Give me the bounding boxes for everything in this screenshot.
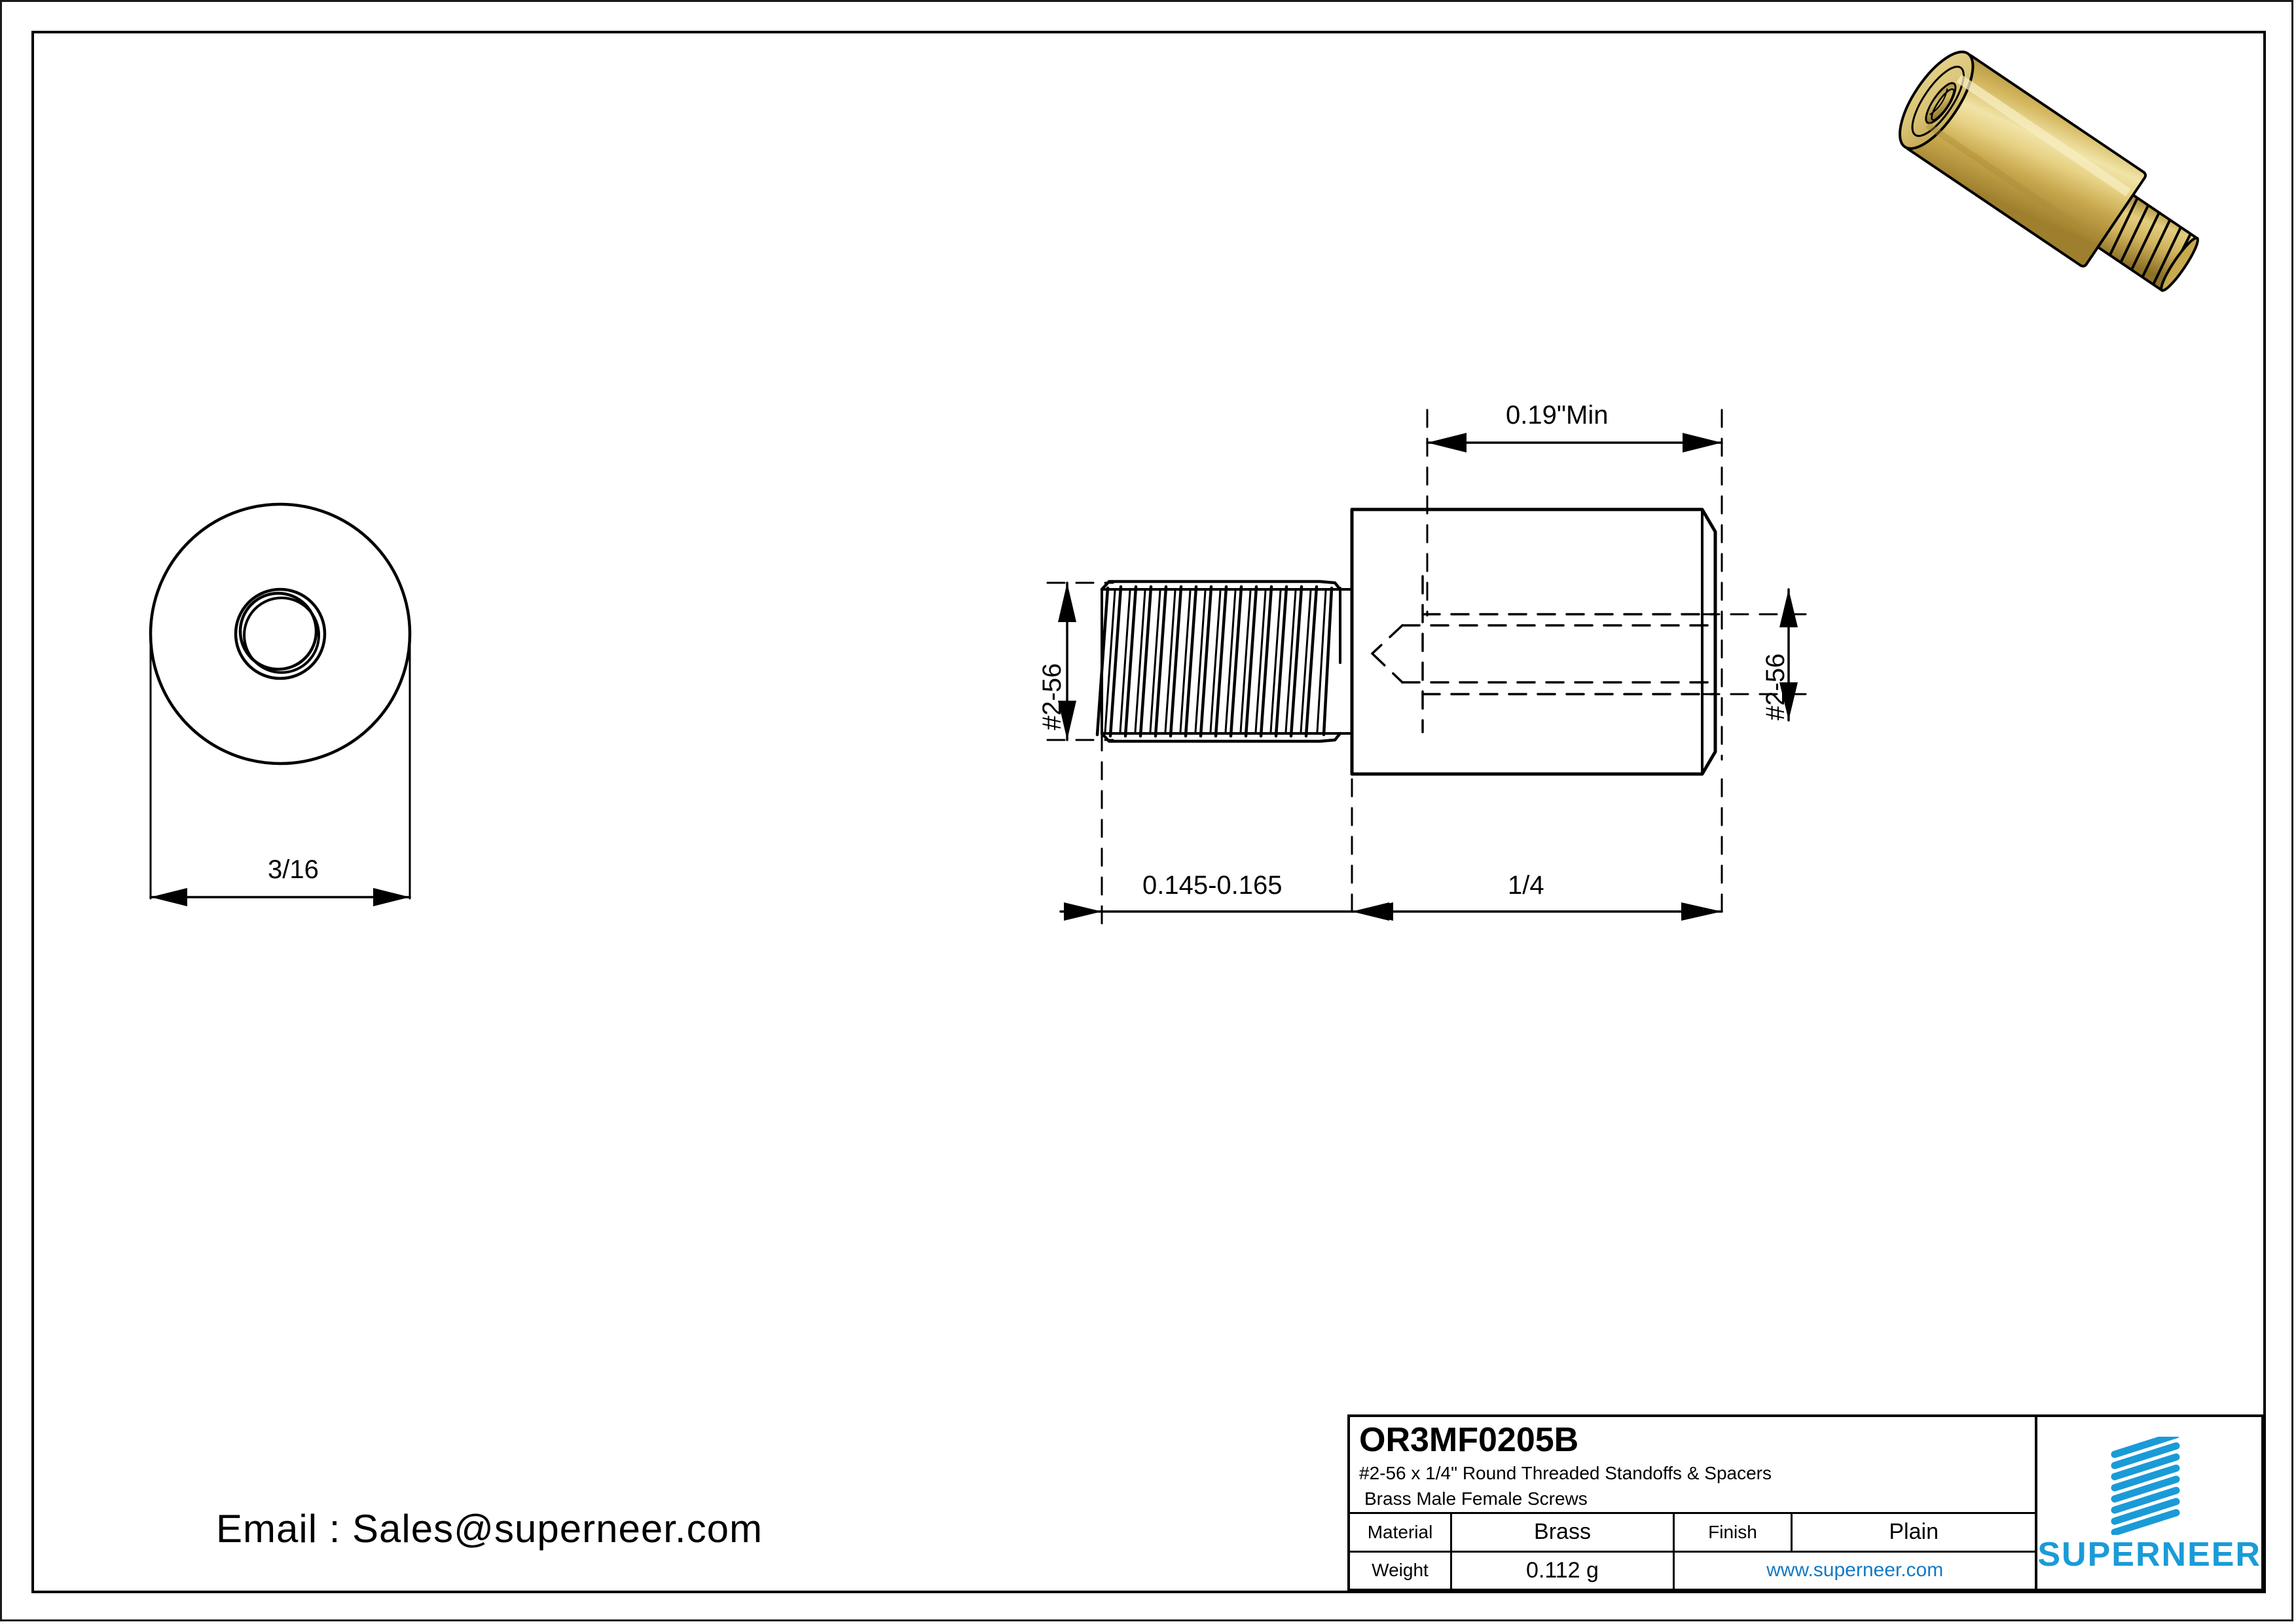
title-block-row-weight: Weight 0.112 g www.superneer.com xyxy=(1350,1552,2035,1589)
title-block: OR3MF0205B #2-56 x 1/4" Round Threaded S… xyxy=(1347,1414,2264,1591)
title-block-row-material: Material Brass Finish Plain xyxy=(1350,1514,2035,1553)
part-description-line-1: #2-56 x 1/4" Round Threaded Standoffs & … xyxy=(1359,1463,1772,1483)
contact-email-text: Email : Sales@superneer.com xyxy=(216,1507,763,1551)
dim-label-end-view-diameter: 3/16 xyxy=(268,855,319,884)
part-number: OR3MF0205B xyxy=(1359,1421,1579,1459)
finish-value: Plain xyxy=(1889,1519,1939,1545)
title-block-header: OR3MF0205B #2-56 x 1/4" Round Threaded S… xyxy=(1350,1417,2035,1514)
part-description-line-2: Brass Male Female Screws xyxy=(1364,1488,1588,1509)
title-block-logo-area: SUPERNEER xyxy=(2037,1417,2261,1589)
drawing-frame-border xyxy=(31,31,2266,1593)
website-link[interactable]: www.superneer.com xyxy=(1766,1559,1944,1581)
dim-label-male-thread-size: #2-56 xyxy=(1038,663,1066,730)
weight-value: 0.112 g xyxy=(1452,1552,1675,1589)
dim-label-thread-depth: 0.19"Min xyxy=(1506,401,1609,430)
finish-label: Finish xyxy=(1675,1514,1793,1551)
brand-wordmark: SUPERNEER xyxy=(2037,1536,2261,1574)
weight-label: Weight xyxy=(1350,1552,1452,1589)
dim-label-female-thread-size: #2-56 xyxy=(1761,653,1790,720)
dim-label-male-thread-length: 0.145-0.165 xyxy=(1142,871,1283,900)
dim-label-body-length: 1/4 xyxy=(1508,871,1544,900)
brass-standoff-3d-render xyxy=(1846,13,2265,314)
material-value: Brass xyxy=(1452,1514,1675,1551)
title-block-left: OR3MF0205B #2-56 x 1/4" Round Threaded S… xyxy=(1350,1417,2038,1589)
superneer-stripes-icon xyxy=(2100,1431,2198,1536)
material-label: Material xyxy=(1350,1514,1452,1551)
